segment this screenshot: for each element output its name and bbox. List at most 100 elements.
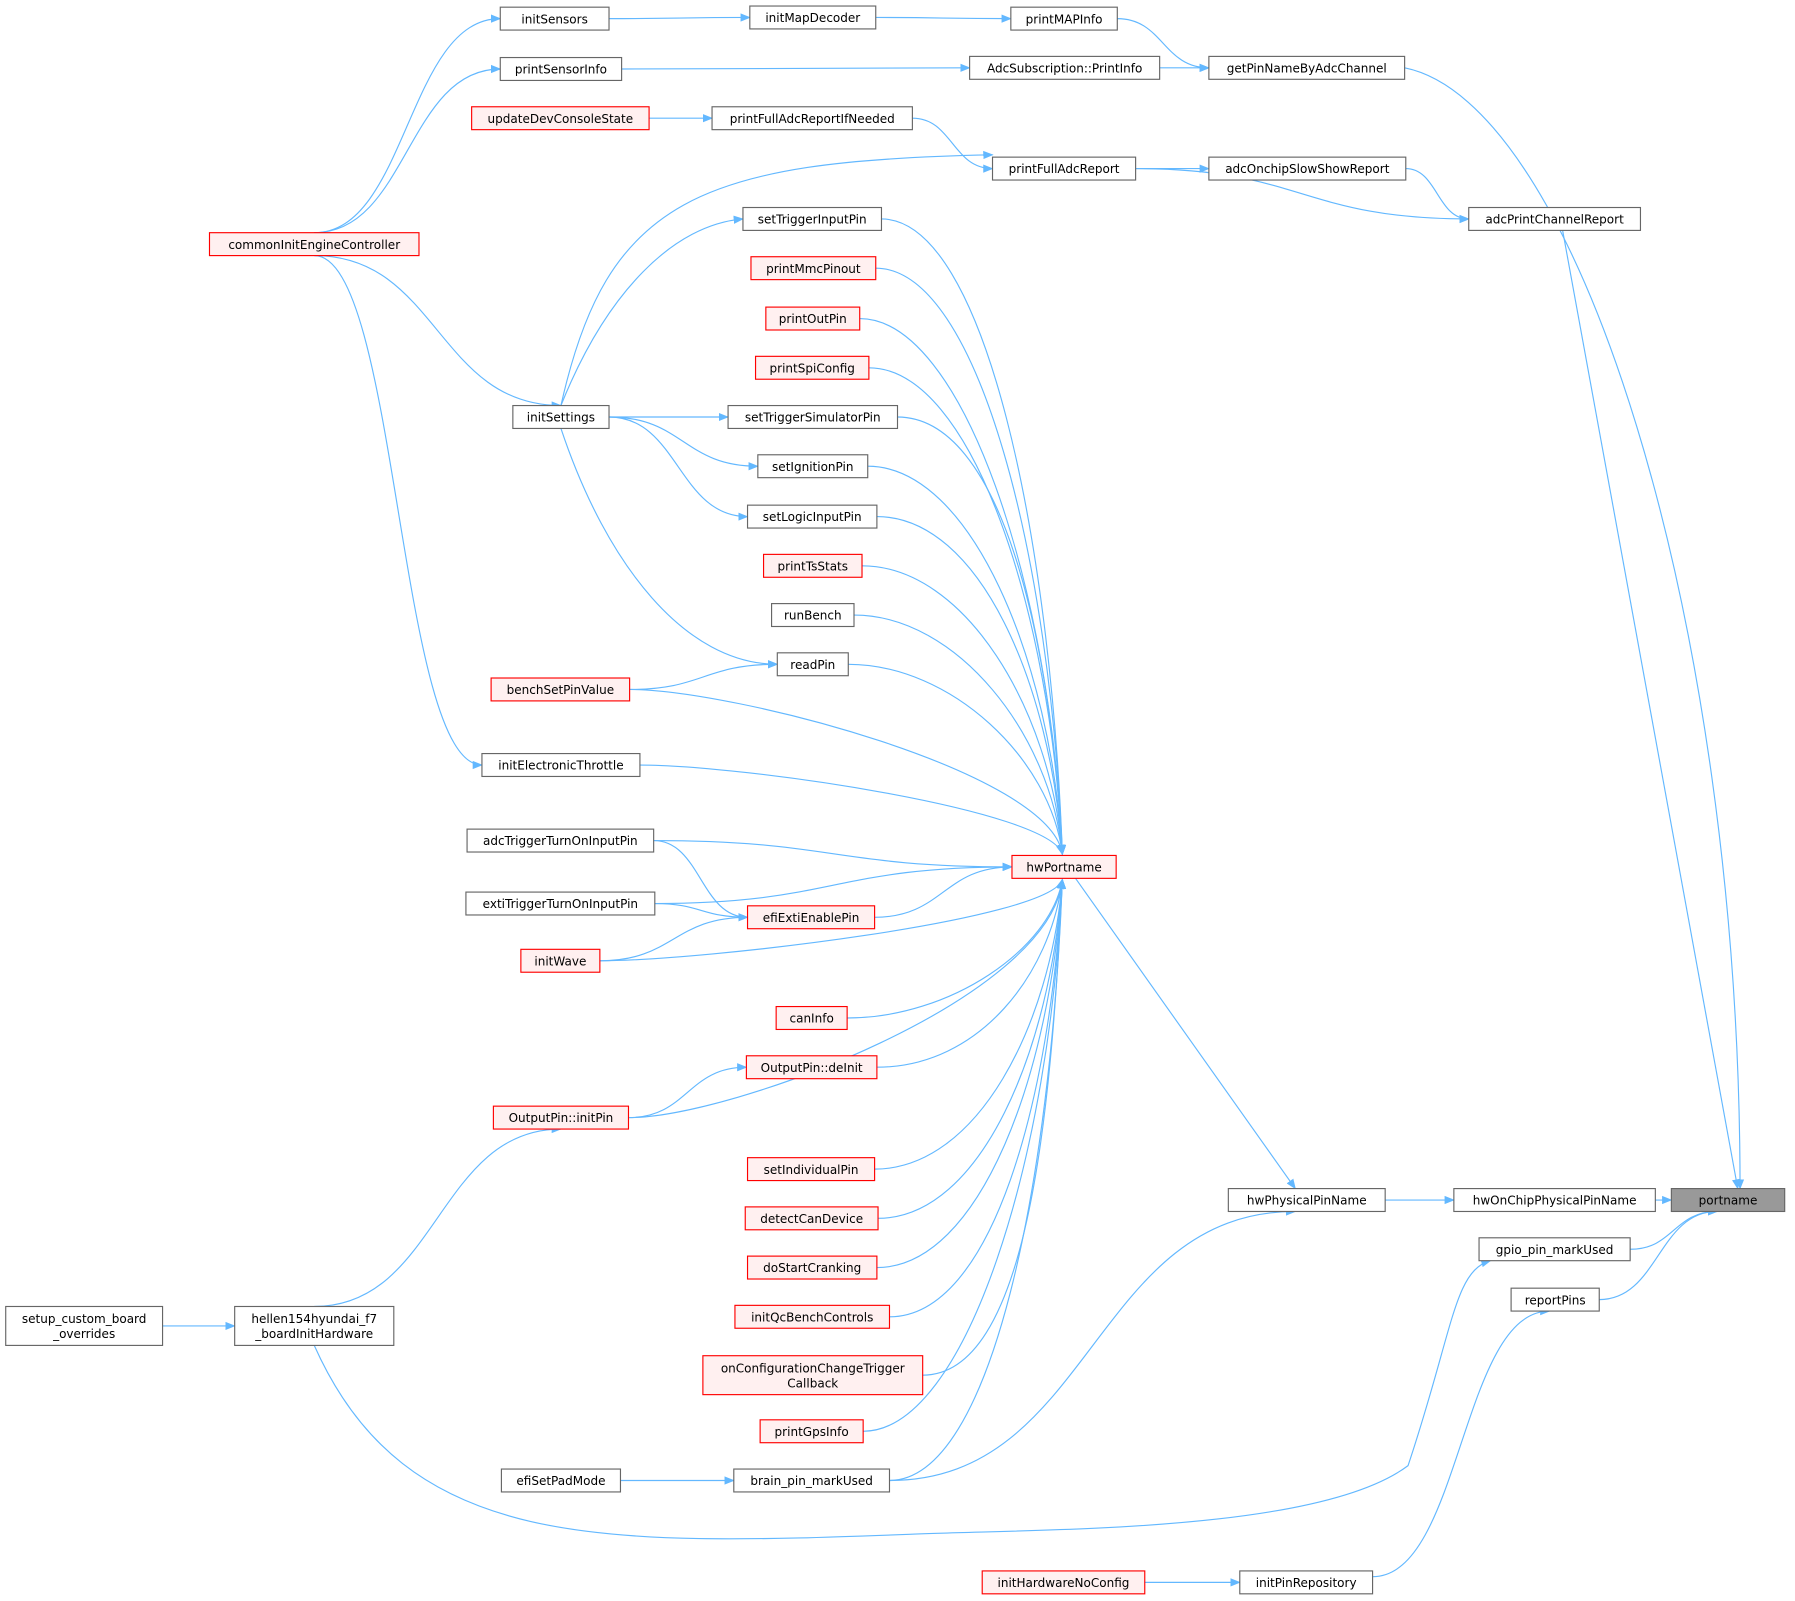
node-init-hardware-no-config[interactable]: initHardwareNoConfig	[981, 1570, 1146, 1595]
edge-init-pin-repository-to-report-pins	[1372, 1306, 1551, 1578]
node-label: adcOnchipSlowShowReport	[1225, 162, 1390, 176]
node-box	[746, 1157, 876, 1182]
node-common-init-engine-controller[interactable]: commonInitEngineController	[208, 232, 420, 257]
node-setup-custom-board-overrides[interactable]: setup_custom_board_overrides	[5, 1305, 164, 1346]
edge-adc-print-channel-report-to-portname	[1562, 230, 1741, 1190]
node-label: printFullAdcReportIfNeeded	[730, 112, 895, 126]
node-box	[481, 752, 641, 778]
edge-read-pin-to-hw-portname	[848, 663, 1066, 856]
node-report-pins[interactable]: reportPins	[1510, 1287, 1600, 1312]
node-read-pin[interactable]: readPin	[776, 652, 849, 677]
node-init-pin-repository[interactable]: initPinRepository	[1239, 1570, 1374, 1595]
edge-brain-pin-mark-used-to-hw-portname	[889, 878, 1067, 1482]
node-box	[1239, 1570, 1374, 1595]
edge-efi-exti-enable-pin-to-hw-portname	[874, 862, 1014, 918]
node-label: adcTriggerTurnOnInputPin	[483, 834, 638, 848]
node-init-map-decoder[interactable]: initMapDecoder	[749, 5, 877, 30]
node-print-sensor-info[interactable]: printSensorInfo	[499, 56, 623, 82]
node-label: setup_custom_board	[22, 1312, 147, 1326]
node-box	[765, 306, 861, 331]
node-print-out-pin[interactable]: printOutPin	[765, 306, 861, 331]
edge-common-init-engine-controller-to-init-settings	[314, 255, 562, 410]
node-init-sensors[interactable]: initSensors	[499, 6, 610, 31]
node-efi-exti-enable-pin[interactable]: efiExtiEnablePin	[746, 905, 876, 930]
node-hw-on-chip-physical-pin-name[interactable]: hwOnChipPhysicalPinName	[1453, 1188, 1656, 1213]
node-box	[466, 828, 655, 853]
node-do-start-cranking[interactable]: doStartCranking	[746, 1255, 878, 1280]
node-detect-can-device[interactable]: detectCanDevice	[744, 1206, 879, 1231]
node-bench-set-pin-value[interactable]: benchSetPinValue	[490, 677, 631, 702]
node-init-wave[interactable]: initWave	[520, 948, 601, 973]
node-adc-trigger-turn-on-input-pin[interactable]: adcTriggerTurnOnInputPin	[466, 828, 655, 853]
node-label: portname	[1699, 1194, 1758, 1208]
node-set-ignition-pin[interactable]: setIgnitionPin	[757, 454, 869, 479]
node-adc-sub-print-info[interactable]: AdcSubscription::PrintInfo	[969, 55, 1161, 80]
node-label: initWave	[534, 954, 586, 968]
node-label: runBench	[784, 609, 842, 623]
node-output-pin-de-init[interactable]: OutputPin::deInit	[745, 1055, 878, 1080]
node-set-individual-pin[interactable]: setIndividualPin	[746, 1157, 876, 1182]
edge-init-settings-to-set-logic-input-pin	[609, 416, 749, 521]
node-hw-physical-pin-name[interactable]: hwPhysicalPinName	[1227, 1188, 1386, 1213]
node-set-trigger-simulator-pin[interactable]: setTriggerSimulatorPin	[727, 404, 899, 430]
node-set-logic-input-pin[interactable]: setLogicInputPin	[746, 504, 878, 529]
node-can-info[interactable]: canInfo	[775, 1005, 848, 1031]
edge-print-full-adc-report-to-adc-print-channel-report	[1135, 168, 1470, 224]
node-label: printFullAdcReport	[1009, 162, 1120, 176]
edge-init-settings-to-set-trigger-input-pin	[560, 215, 744, 406]
nodes-layer: initSensors initMapDecoder printMAPInfo pri…	[5, 5, 1786, 1595]
node-label: gpio_pin_markUsed	[1496, 1243, 1614, 1257]
node-exti-trigger-turn-on-input-pin[interactable]: extiTriggerTurnOnInputPin	[465, 891, 656, 916]
edge-detect-can-device-to-hw-portname	[878, 878, 1066, 1219]
edge-run-bench-to-hw-portname	[853, 614, 1066, 856]
node-init-electronic-throttle[interactable]: initElectronicThrottle	[481, 752, 641, 778]
node-init-qc-bench-controls[interactable]: initQcBenchControls	[734, 1304, 891, 1329]
node-print-full-adc-report-if-needed[interactable]: printFullAdcReportIfNeeded	[711, 106, 913, 131]
node-brain-pin-mark-used[interactable]: brain_pin_markUsed	[733, 1468, 891, 1493]
node-efi-set-pad-mode[interactable]: efiSetPadMode	[500, 1468, 622, 1493]
node-label: extiTriggerTurnOnInputPin	[483, 897, 638, 911]
edge-exti-trigger-turn-on-input-pin-to-efi-exti-enable-pin	[654, 902, 749, 922]
node-box	[757, 454, 869, 479]
edge-adc-trigger-turn-on-input-pin-to-hw-portname	[653, 839, 1014, 872]
node-hellen-board-init-hardware[interactable]: hellen154hyundai_f7_boardInitHardware	[234, 1305, 395, 1346]
edge-set-trigger-input-pin-to-hw-portname	[881, 218, 1067, 856]
node-adc-onchip-slow-show-report[interactable]: adcOnchipSlowShowReport	[1208, 156, 1407, 181]
node-hw-portname[interactable]: hwPortname	[1011, 854, 1117, 879]
node-get-pin-name-by-adc-channel[interactable]: getPinNameByAdcChannel	[1208, 55, 1406, 80]
node-run-bench[interactable]: runBench	[771, 603, 855, 628]
node-label: onConfigurationChangeTrigger	[721, 1361, 905, 1375]
edge-hellen-board-init-hardware-to-output-pin-init-pin	[314, 1124, 562, 1308]
node-update-dev-console-state[interactable]: updateDevConsoleState	[471, 106, 650, 131]
node-print-mapinfo[interactable]: printMAPInfo	[1010, 6, 1118, 31]
node-box	[746, 504, 878, 529]
node-label: commonInitEngineController	[228, 238, 400, 252]
node-label: setLogicInputPin	[763, 510, 862, 524]
node-box	[1011, 854, 1117, 879]
node-set-trigger-input-pin[interactable]: setTriggerInputPin	[742, 206, 883, 231]
node-print-mmc-pinout[interactable]: printMmcPinout	[750, 256, 877, 281]
node-print-gps-info[interactable]: printGpsInfo	[759, 1419, 864, 1444]
node-init-settings[interactable]: initSettings	[512, 404, 610, 430]
node-portname[interactable]: portname	[1670, 1188, 1786, 1213]
node-box	[746, 905, 876, 930]
node-label: efiSetPadMode	[516, 1474, 605, 1488]
node-print-full-adc-report[interactable]: printFullAdcReport	[991, 156, 1137, 181]
node-label: printTsStats	[778, 559, 849, 573]
node-label: getPinNameByAdcChannel	[1227, 61, 1387, 75]
node-box	[776, 652, 849, 677]
node-adc-print-channel-report[interactable]: adcPrintChannelReport	[1468, 206, 1642, 231]
node-label: printMAPInfo	[1026, 12, 1103, 26]
node-box	[499, 6, 610, 31]
edge-init-settings-to-print-full-adc-report	[560, 150, 994, 406]
node-output-pin-init-pin[interactable]: OutputPin::initPin	[492, 1105, 630, 1130]
node-gpio-pin-mark-used[interactable]: gpio_pin_markUsed	[1478, 1237, 1631, 1262]
node-print-ts-stats[interactable]: printTsStats	[762, 553, 863, 578]
node-label: canInfo	[789, 1012, 833, 1026]
node-label: initSensors	[521, 12, 587, 26]
node-label: doStartCranking	[763, 1261, 861, 1275]
node-box	[991, 156, 1137, 181]
node-print-spi-config[interactable]: printSpiConfig	[754, 355, 870, 380]
